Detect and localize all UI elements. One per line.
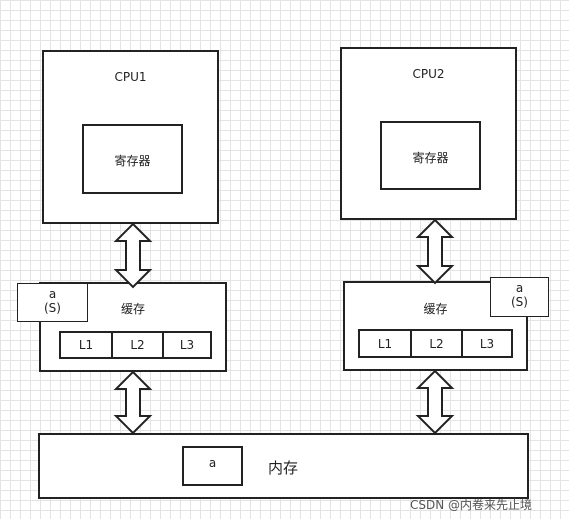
cache2-level-l1: L1 <box>377 336 393 351</box>
cpu2-box: CPU2 寄存器 <box>340 47 517 220</box>
cpu1-register-label: 寄存器 <box>114 154 151 168</box>
memory-var-label: a <box>208 456 217 470</box>
cache1-level-l2: L2 <box>111 333 162 357</box>
cache2-levels: L1 L2 L3 <box>358 329 513 358</box>
cache1-level-l1: L1 <box>78 338 94 352</box>
cpu2-title: CPU2 <box>412 67 445 81</box>
memory-var-box: a <box>182 446 243 486</box>
cache1-levels: L1 L2 L3 <box>59 331 212 359</box>
cache2-shared-tag: a (S) <box>490 277 549 317</box>
cache2-level-l3: L3 <box>461 331 511 356</box>
cache1-tag-state: (S) <box>44 301 61 315</box>
arrow-cpu1-cache1 <box>113 222 153 289</box>
cache1-shared-tag: a (S) <box>17 283 88 322</box>
cache1-title: 缓存 <box>120 302 145 316</box>
arrow-cache2-memory <box>415 369 455 435</box>
cache1-level-l3: L3 <box>162 333 210 357</box>
cpu1-title: CPU1 <box>114 70 147 84</box>
watermark: CSDN @内卷来先止境 <box>410 498 533 512</box>
cache2-tag-state: (S) <box>511 295 528 309</box>
cpu2-register-label: 寄存器 <box>412 151 449 165</box>
memory-box: a 内存 <box>38 433 529 499</box>
arrow-cpu2-cache2 <box>415 218 455 285</box>
cache1-tag-var: a <box>48 287 57 301</box>
cache2-box: 缓存 L1 L2 L3 <box>343 281 528 371</box>
cpu1-register-box: 寄存器 <box>82 124 183 194</box>
cache2-tag-var: a <box>515 281 524 295</box>
cache2-level-l2: L2 <box>410 331 461 356</box>
arrow-cache1-memory <box>113 370 153 435</box>
cache2-title: 缓存 <box>423 302 448 316</box>
memory-title: 内存 <box>268 459 299 477</box>
cpu2-register-box: 寄存器 <box>380 121 481 190</box>
cpu1-box: CPU1 寄存器 <box>42 50 219 224</box>
